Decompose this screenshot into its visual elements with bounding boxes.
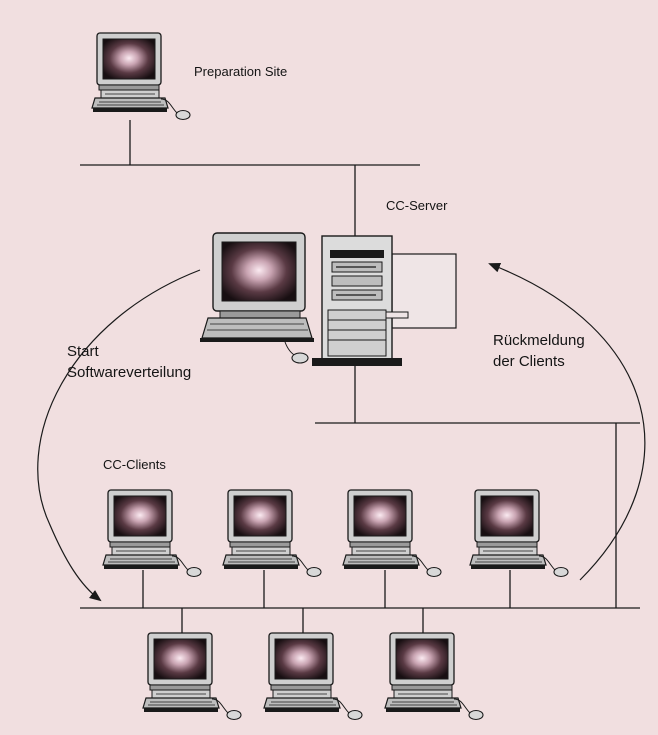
feedback-label-line2: der Clients [493,353,565,370]
server-monitor-icon [200,232,314,364]
client-feedback-arrow [488,262,646,581]
preparation-site-computer-icon [91,32,191,121]
start-label-line2: Softwareverteilung [67,364,192,381]
cc-client-computer-icon [142,632,242,721]
server-tower-icon [312,235,409,366]
client-feedback-label: Rückmeldung der Clients [493,330,585,372]
cc-client-computer-icon [102,489,202,578]
cc-client-computer-icon [384,632,484,721]
start-distribution-arrow [37,269,201,602]
cc-clients-label: CC-Clients [103,457,166,472]
cc-server-label: CC-Server [386,198,448,213]
start-distribution-label: Start Softwareverteilung [67,341,191,383]
cc-client-computer-icon [342,489,442,578]
start-label-line1: Start [67,343,99,360]
cc-client-computer-icon [263,632,363,721]
preparation-site-label: Preparation Site [194,64,288,79]
feedback-label-line1: Rückmeldung [493,332,585,349]
cc-client-computer-icon [469,489,569,578]
cc-client-computer-icon [222,489,322,578]
cc-server-icon [200,232,457,366]
network-lines [80,120,640,635]
